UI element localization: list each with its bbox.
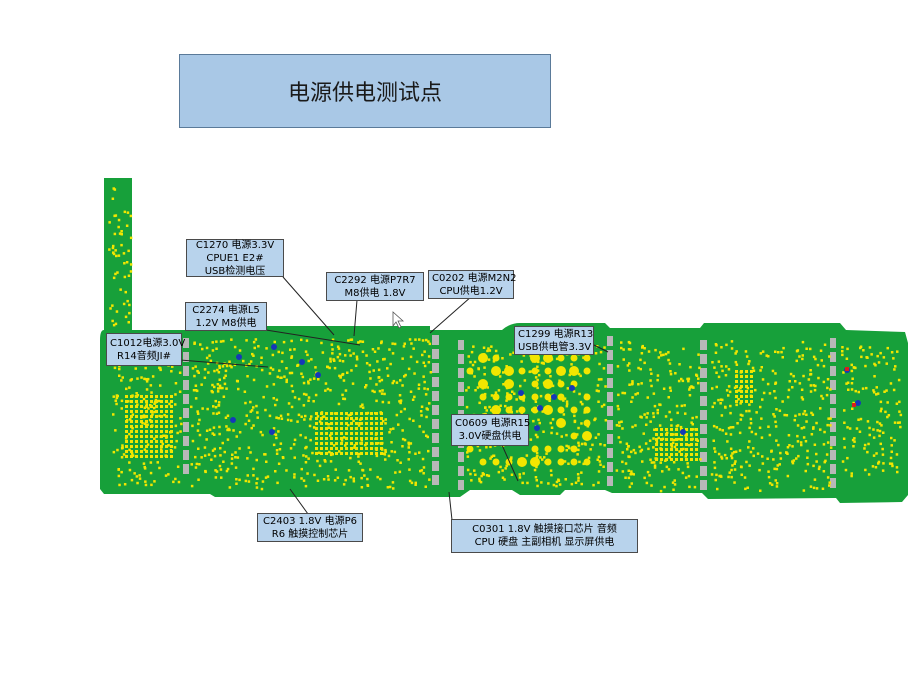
leader-lines bbox=[179, 276, 609, 521]
cursor-icon bbox=[392, 311, 405, 329]
page-title: 电源供电测试点 bbox=[179, 54, 551, 128]
pcb-outline bbox=[100, 178, 908, 503]
